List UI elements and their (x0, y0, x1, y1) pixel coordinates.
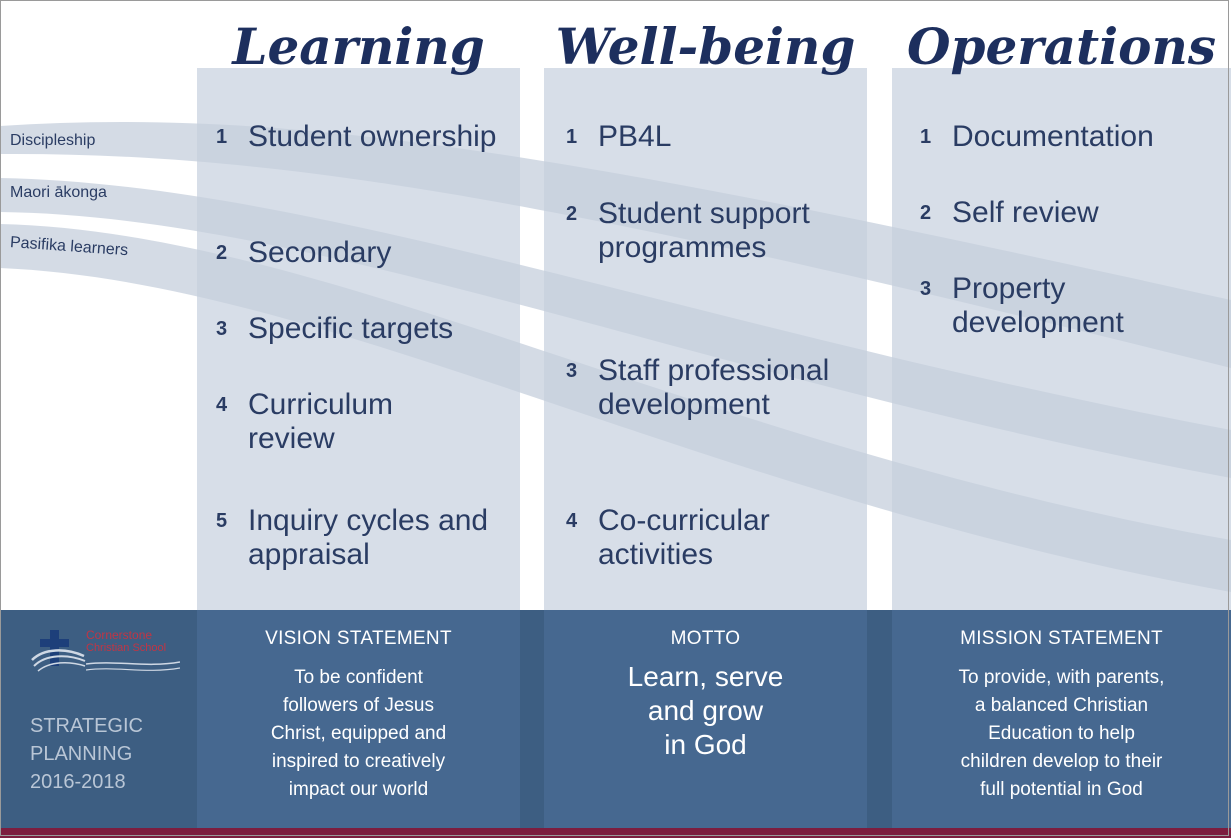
logo-swoosh-lines (86, 661, 180, 671)
operations-title: Operations (906, 17, 1216, 76)
operations-item: 3 Property development (920, 272, 1180, 340)
wellbeing-item: 2 Student support programmes (566, 197, 836, 265)
wellbeing-item: 4 Co-curricular activities (566, 504, 836, 572)
maori-akonga-tag: Maori ākonga (10, 184, 107, 201)
item-text: Student support programmes (598, 197, 810, 264)
mission-line: To provide, with parents, (958, 667, 1165, 688)
item-number: 2 (566, 203, 578, 225)
learning-item: 3 Specific targets (216, 312, 516, 346)
item-number: 4 (566, 510, 578, 532)
vision-line: Christ, equipped and (270, 723, 447, 744)
mission-line: full potential in God (980, 779, 1143, 800)
vision-heading: VISION STATEMENT (265, 628, 452, 649)
item-number: 3 (566, 360, 578, 382)
logo-school-name: Cornerstone (86, 628, 153, 642)
item-text: Self review (952, 196, 1099, 229)
wellbeing-item: 3 Staff professional development (566, 354, 836, 422)
item-text: Specific targets (248, 312, 454, 345)
item-number: 1 (566, 126, 578, 148)
item-number: 2 (920, 202, 932, 224)
motto-text: Learn, serve and grow in God (544, 660, 867, 762)
discipleship-tag: Discipleship (10, 132, 96, 149)
learning-item: 2 Secondary (216, 236, 516, 270)
operations-item: 2 Self review (920, 196, 1225, 230)
item-number: 1 (920, 126, 932, 148)
wellbeing-footer-segment (544, 610, 867, 828)
learning-item: 4 Curriculum review (216, 388, 446, 456)
pasifika-learners-band (0, 224, 1231, 592)
vision-line: followers of Jesus (282, 695, 434, 716)
strategic-planning-label: STRATEGIC PLANNING 2016-2018 (30, 712, 180, 796)
mission-heading: MISSION STATEMENT (960, 628, 1163, 649)
item-text: Staff professional development (598, 354, 830, 421)
item-number: 3 (216, 318, 228, 340)
mission-line: children develop to their (960, 751, 1163, 772)
learning-item: 1 Student ownership (216, 120, 516, 154)
item-number: 4 (216, 394, 228, 416)
learning-title: Learning (232, 17, 485, 76)
vision-statement: To be confident followers of Jesus Chris… (197, 664, 520, 804)
motto-line: and grow (647, 695, 764, 726)
item-text: PB4L (598, 120, 672, 153)
motto-line: Learn, serve (627, 661, 784, 692)
item-text: Student ownership (248, 120, 497, 153)
item-text: Curriculum review (248, 388, 394, 455)
operations-item: 1 Documentation (920, 120, 1225, 154)
vision-line: impact our world (288, 779, 429, 800)
item-number: 1 (216, 126, 228, 148)
item-text: Inquiry cycles and appraisal (248, 504, 489, 571)
strategic-line: 2016-2018 (30, 771, 126, 793)
item-number: 3 (920, 278, 932, 300)
learning-footer-segment (197, 610, 520, 828)
mission-line: a balanced Christian (974, 695, 1149, 716)
cornerstone-logo: Cornerstone Christian School (30, 628, 180, 682)
bottom-accent-bar (0, 828, 1231, 838)
strategic-line: PLANNING (30, 743, 133, 765)
discipleship-band (0, 121, 1231, 368)
item-number: 5 (216, 510, 228, 532)
vision-line: inspired to creatively (271, 751, 446, 772)
mission-line: Education to help (988, 723, 1135, 744)
maori-akonga-band (0, 178, 1231, 478)
item-text: Property development (952, 272, 1124, 339)
wellbeing-title: Well-being (555, 17, 856, 76)
strategic-line: STRATEGIC (30, 715, 143, 737)
footer-panel (0, 610, 1231, 828)
item-number: 2 (216, 242, 228, 264)
logo-school-subtitle: Christian School (86, 642, 167, 654)
motto-line: in God (664, 729, 747, 760)
learning-item: 5 Inquiry cycles and appraisal (216, 504, 516, 572)
item-text: Documentation (952, 120, 1154, 153)
item-text: Co-curricular activities (598, 504, 770, 571)
operations-footer-segment (892, 610, 1231, 828)
cross-swoosh-icon (31, 630, 86, 672)
wellbeing-item: 1 PB4L (566, 120, 866, 154)
item-text: Secondary (248, 236, 392, 269)
mission-statement: To provide, with parents, a balanced Chr… (892, 664, 1231, 804)
motto-heading: MOTTO (670, 628, 741, 649)
vision-line: To be confident (294, 667, 423, 688)
